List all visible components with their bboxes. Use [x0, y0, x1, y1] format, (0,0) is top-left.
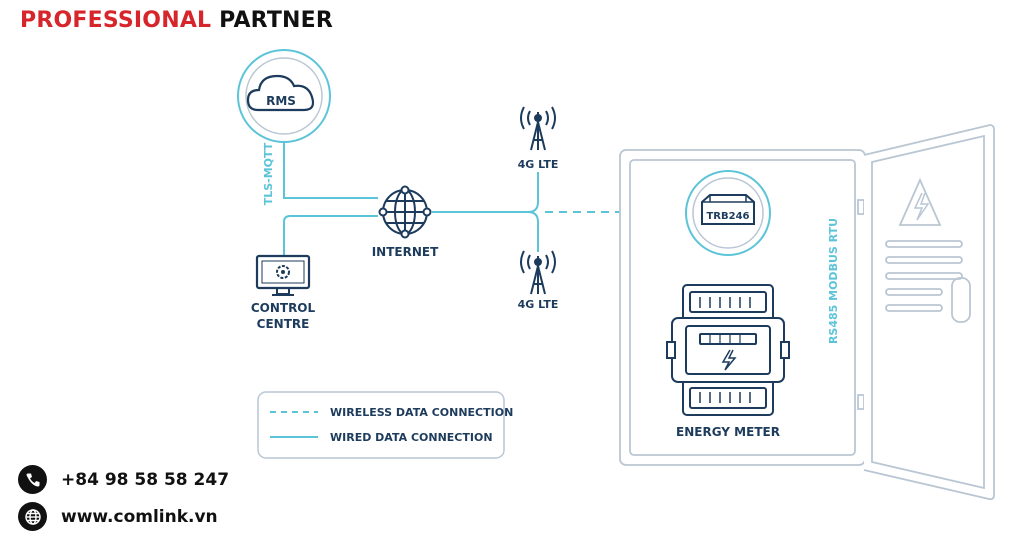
lte-bottom-label: 4G LTE — [518, 298, 559, 311]
internet-label: INTERNET — [372, 245, 439, 259]
brand-dark-text: PARTNER — [219, 8, 334, 33]
lightning-icon — [913, 192, 930, 221]
rs485-label: RS485 MODBUS RTU — [827, 218, 840, 344]
website-link[interactable]: www.comlink.vn — [61, 506, 218, 527]
rms-node: RMS — [237, 49, 331, 143]
rms-label: RMS — [266, 94, 296, 108]
brand-red-text: PROFESSIONAL — [20, 8, 212, 33]
legend-wireless-label: WIRELESS DATA CONNECTION — [330, 406, 513, 419]
control-centre-node — [255, 254, 311, 296]
page-header: PROFESSIONAL PARTNER — [20, 8, 333, 33]
legend-wired-label: WIRED DATA CONNECTION — [330, 431, 493, 444]
globe-icon — [18, 502, 47, 531]
control-centre-label-line2: CENTRE — [257, 317, 310, 331]
wire-control-internet — [283, 215, 378, 255]
cloud-icon — [246, 74, 315, 112]
door-handle — [951, 277, 971, 323]
phone-contact: +84 98 58 58 247 — [18, 465, 229, 494]
warning-triangle-icon — [898, 177, 942, 226]
meter-display — [699, 333, 757, 345]
tls-mqtt-label: TLS-MQTT — [262, 142, 275, 205]
wire-rms-internet — [283, 140, 378, 199]
router-label: TRB246 — [706, 211, 749, 222]
meter-lightning-icon — [721, 349, 737, 371]
phone-icon — [18, 465, 47, 494]
energy-meter-label: ENERGY METER — [676, 425, 780, 439]
control-centre-label-line1: CONTROL — [251, 301, 316, 315]
wire-junction-lte-bottom — [527, 211, 539, 252]
internet-node — [378, 185, 432, 239]
website-contact: www.comlink.vn — [18, 502, 218, 531]
legend: WIRELESS DATA CONNECTION WIRED DATA CONN… — [257, 391, 513, 459]
phone-number: +84 98 58 58 247 — [61, 469, 230, 490]
lte-tower-bottom — [520, 250, 556, 295]
cabinet-door — [863, 124, 995, 501]
lte-tower-top — [520, 106, 556, 151]
router-node: TRB246 — [685, 170, 771, 256]
gear-icon — [276, 265, 290, 279]
electrical-cabinet — [619, 124, 995, 501]
wire-internet-junction — [432, 172, 539, 213]
energy-meter-node — [666, 284, 790, 416]
lte-top-label: 4G LTE — [518, 158, 559, 171]
